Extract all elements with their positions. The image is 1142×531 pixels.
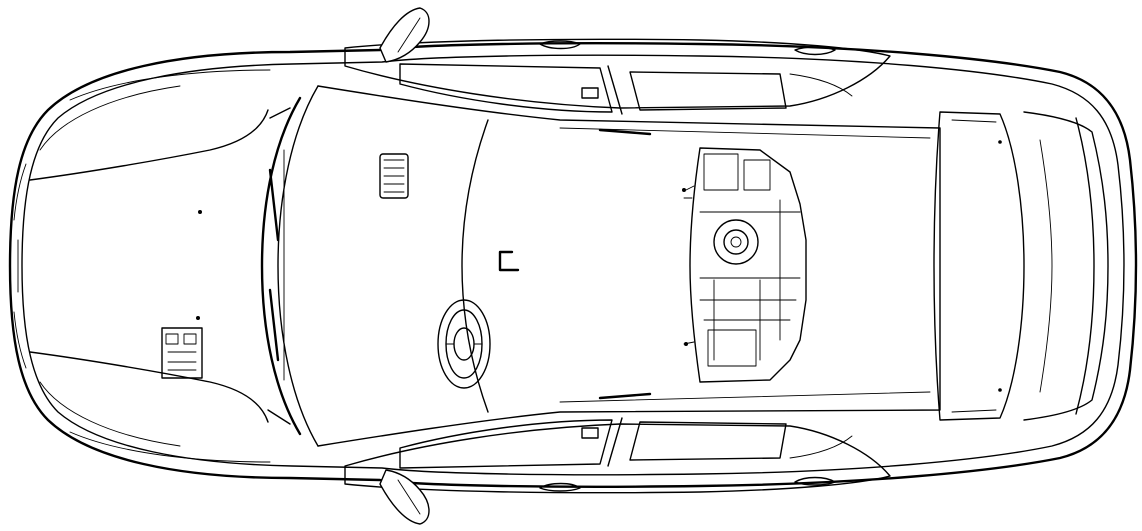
door-upper [344,38,891,136]
mirror-upper [379,7,430,63]
steering-wheel [437,299,491,389]
wiper-right [268,288,280,362]
hood [29,69,271,463]
console-assembly [682,147,807,383]
roof-module [379,153,409,199]
battery-box [161,327,203,379]
bracket-component [498,250,520,272]
wiper-left [268,168,280,242]
mirror-lower [379,469,430,525]
windshield [260,85,319,447]
roof-panel [317,85,941,447]
trunk-lid [1023,111,1109,421]
rear-window [933,111,1025,421]
front-bumper [13,163,27,369]
door-lower [344,392,891,494]
car-body-outline [8,42,1138,488]
